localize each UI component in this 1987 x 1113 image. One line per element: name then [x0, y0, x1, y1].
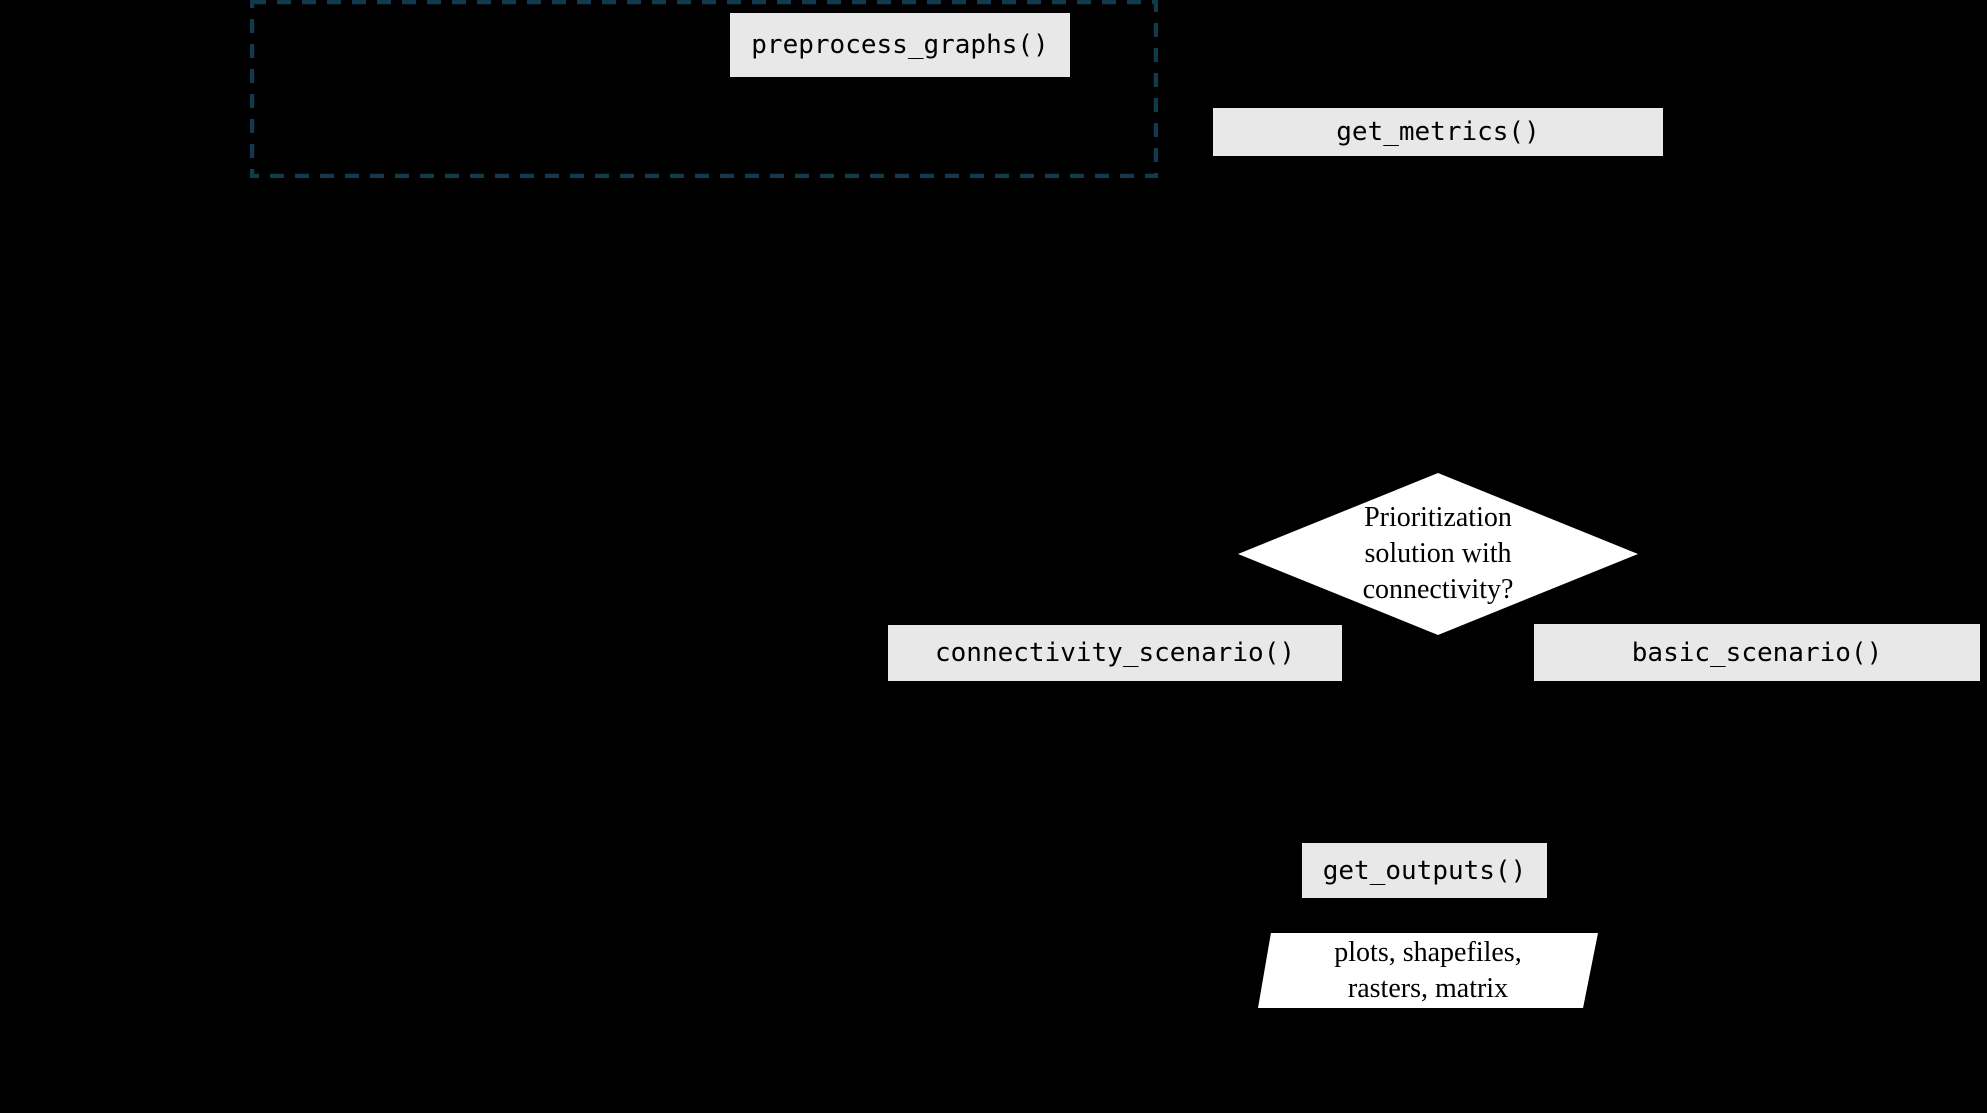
get-outputs-box: get_outputs() [1302, 843, 1547, 898]
outputs-parallelogram: plots, shapefiles, rasters, matrix [1258, 933, 1598, 1008]
connectivity-scenario-box: connectivity_scenario() [888, 625, 1342, 681]
preprocess-graphs-label: preprocess_graphs() [751, 30, 1049, 60]
decision-text-line-1: Prioritization [1364, 502, 1512, 533]
basic-scenario-label: basic_scenario() [1631, 637, 1883, 668]
decision-text-line-3: connectivity? [1362, 574, 1514, 605]
get-outputs-label: get_outputs() [1322, 855, 1527, 886]
preprocess-group-outline [250, 0, 1158, 178]
preprocess-graphs-box: preprocess_graphs() [730, 13, 1070, 77]
get-metrics-label: get_metrics() [1336, 117, 1540, 147]
outputs-text-line-2: rasters, matrix [1347, 972, 1509, 1004]
basic-scenario-box: basic_scenario() [1534, 624, 1980, 681]
outputs-text-line-1: plots, shapefiles, [1334, 936, 1522, 968]
get-metrics-box: get_metrics() [1213, 108, 1663, 156]
decision-text-line-2: solution with [1364, 538, 1512, 569]
preprocess-group-outline-rect [250, 0, 1158, 178]
connectivity-scenario-label: connectivity_scenario() [934, 638, 1296, 668]
prioritization-decision-diamond: Prioritization solution with connectivit… [1238, 473, 1638, 635]
